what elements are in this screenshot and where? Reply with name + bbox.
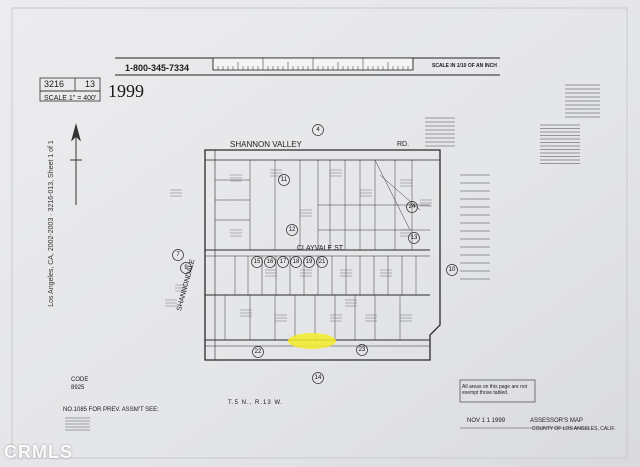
assessor-map-title: ASSESSOR'S MAP [530,418,583,424]
street-rd-label: RD. [397,141,410,148]
parcel-number: 19 [305,259,313,265]
bottom-left-notes [65,417,90,431]
street-shannon-valley: SHANNON VALLEY [230,140,302,149]
highlighted-parcel [288,333,336,349]
scale-ruler [115,57,500,76]
prev-assessment-note: NO.1085 FOR PREV. ASSM'T SEE: [63,407,159,413]
parcel-number: 10 [448,267,456,273]
tract-boundary [204,149,441,361]
exempt-note-box [459,379,536,403]
map-year: 1999 [108,81,144,101]
parcel-number: 24 [408,204,416,210]
parcel-number: 13 [410,235,418,241]
parcel-lot-lines [215,159,430,340]
parcel-number: 9 [184,265,188,271]
parcel-number: 16 [266,259,274,265]
parcel-number-circles [172,124,458,384]
crmls-watermark: CRMLS [4,442,73,462]
parcel-number: 23 [358,347,366,353]
township-range: T.5 N., R.13 W. [228,400,284,406]
phone-number: 1-800-345-7334 [125,63,190,73]
street-clayvale: CLAYVALE ST. [297,245,345,252]
map-scale: SCALE 1" = 400' [44,95,97,102]
received-stamp: NOV 1 1 1999 [467,418,506,424]
code-label: CODE [71,377,89,383]
map-page-number: 13 [85,79,96,89]
parcel-number: 11 [280,177,288,183]
parcel-number: 7 [176,252,180,258]
parcel-number: 14 [314,375,322,381]
parcel-number: 4 [316,127,320,133]
exempt-note: All areas on this page are not exempt th… [462,384,528,396]
parcel-number: 21 [318,259,326,265]
parcel-number: 18 [292,259,300,265]
parcel-number: 22 [254,349,262,355]
parcel-number: 12 [288,227,296,233]
north-arrow-icon [70,123,82,205]
right-margin-notes [425,84,600,280]
code-value: 8925 [71,385,85,391]
map-book-number: 3216 [44,79,65,89]
sheet-info-label: Los Angeles, CA, 2002-2003 · 3216-013, S… [47,140,55,307]
map-annotations [165,169,432,322]
county-name: COUNTY OF LOS ANGELES, CALIF. [532,426,616,432]
ruler-scale-note: SCALE IN 1/10 OF AN INCH [432,63,497,69]
parcel-number: 15 [253,259,261,265]
parcel-number: 17 [279,259,287,265]
